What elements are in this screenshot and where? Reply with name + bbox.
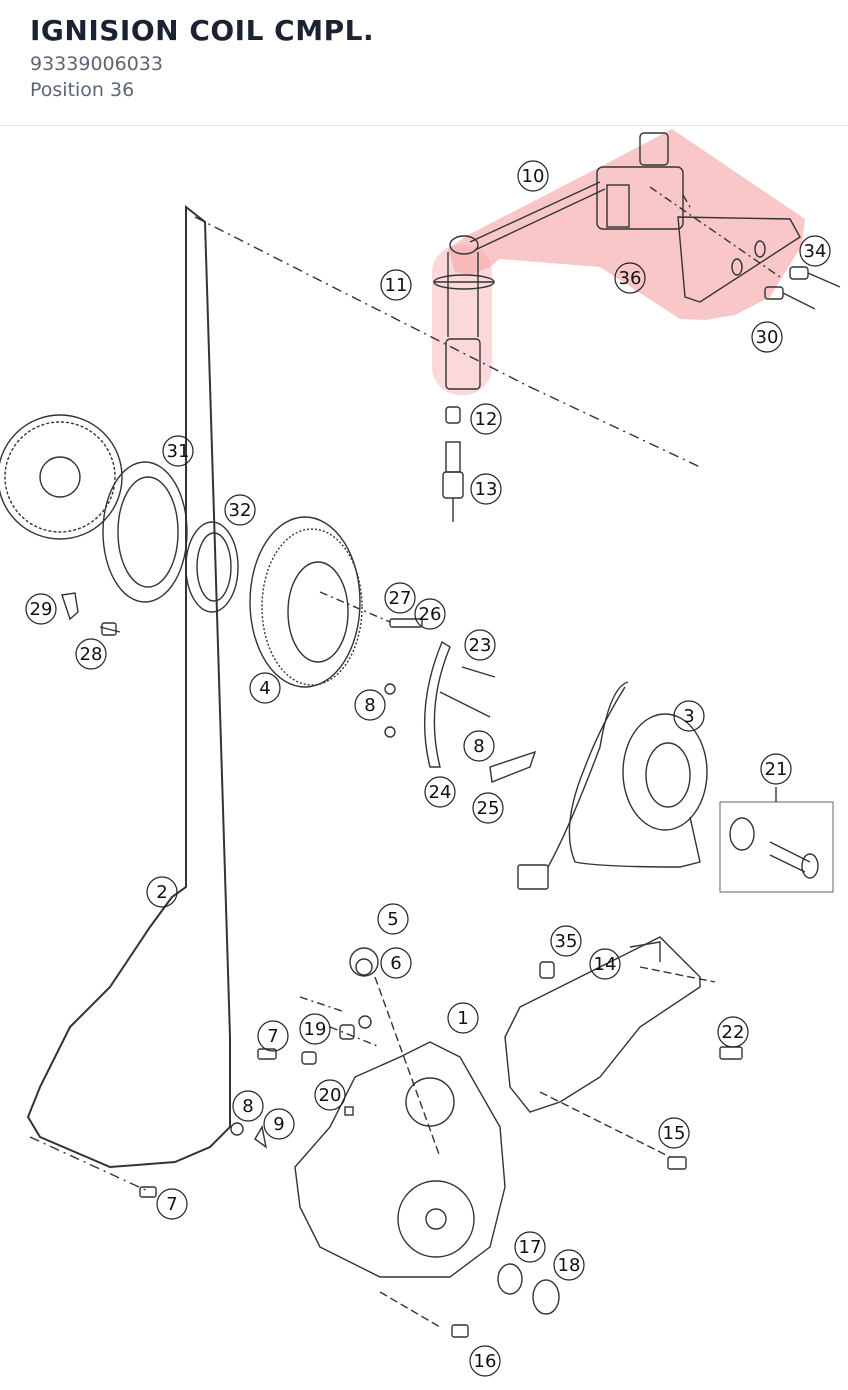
svg-text:14: 14 [594,954,617,975]
callout-19[interactable]: 19 [299,1013,331,1045]
callout-3[interactable]: 3 [673,700,705,732]
part-number: 93339006033 [30,53,163,75]
callout-4[interactable]: 4 [249,672,281,704]
callout-5[interactable]: 5 [377,903,409,935]
callout-16[interactable]: 16 [469,1345,501,1377]
svg-text:8: 8 [364,695,375,716]
svg-text:24: 24 [429,782,452,803]
callout-1[interactable]: 1 [447,1002,479,1034]
callout-15[interactable]: 15 [658,1117,690,1149]
callout-27[interactable]: 27 [384,582,416,614]
svg-text:17: 17 [519,1237,542,1258]
svg-text:4: 4 [259,678,270,699]
part-title: IGNISION COIL CMPL. [30,14,375,47]
svg-text:36: 36 [619,268,642,289]
callout-9[interactable]: 9 [263,1108,295,1140]
svg-text:6: 6 [390,953,401,974]
svg-text:34: 34 [804,241,827,262]
svg-text:8: 8 [242,1096,253,1117]
svg-text:22: 22 [722,1022,745,1043]
callout-28[interactable]: 28 [75,638,107,670]
svg-text:2: 2 [156,882,167,903]
callout-8-tensioner[interactable]: 8 [354,689,386,721]
callout-26[interactable]: 26 [414,598,446,630]
svg-text:12: 12 [475,409,498,430]
callout-12[interactable]: 12 [470,403,502,435]
svg-text:28: 28 [80,644,103,665]
svg-text:23: 23 [469,635,492,656]
callout-36-selected[interactable]: 36 [614,262,646,294]
svg-text:16: 16 [474,1351,497,1372]
svg-text:19: 19 [304,1019,327,1040]
svg-text:31: 31 [167,441,190,462]
svg-text:13: 13 [475,479,498,500]
callout-18[interactable]: 18 [553,1249,585,1281]
svg-text:26: 26 [419,604,442,625]
svg-text:7: 7 [166,1194,177,1215]
callout-17[interactable]: 17 [514,1231,546,1263]
svg-text:10: 10 [522,166,545,187]
part-header: IGNISION COIL CMPL. 93339006033 Position… [0,0,848,126]
callout-6[interactable]: 6 [380,947,412,979]
svg-text:18: 18 [558,1255,581,1276]
callout-30[interactable]: 30 [751,321,783,353]
svg-text:9: 9 [273,1114,284,1135]
callout-32[interactable]: 32 [224,494,256,526]
callout-14[interactable]: 14 [589,948,621,980]
selected-part-highlight[interactable] [432,129,805,395]
callout-10[interactable]: 10 [517,160,549,192]
svg-text:35: 35 [555,931,578,952]
svg-text:8: 8 [473,736,484,757]
svg-text:20: 20 [319,1085,342,1106]
callout-29[interactable]: 29 [25,593,57,625]
callout-21[interactable]: 21 [760,753,792,785]
svg-text:25: 25 [477,798,500,819]
svg-text:15: 15 [663,1123,686,1144]
svg-text:3: 3 [683,706,694,727]
callout-24[interactable]: 24 [424,776,456,808]
callout-34[interactable]: 34 [799,235,831,267]
callout-11[interactable]: 11 [380,269,412,301]
callout-13[interactable]: 13 [470,473,502,505]
callout-8-cover[interactable]: 8 [232,1090,264,1122]
svg-text:30: 30 [756,327,779,348]
callout-labels: 10 11 12 13 34 36 30 31 32 27 26 29 28 2… [25,160,831,1377]
callout-25[interactable]: 25 [472,792,504,824]
callout-31[interactable]: 31 [162,435,194,467]
diagram-drawing: 10 11 12 13 34 36 30 31 32 27 26 29 28 2… [0,129,841,1377]
callout-2[interactable]: 2 [146,876,178,908]
svg-text:1: 1 [457,1008,468,1029]
svg-text:27: 27 [389,588,412,609]
svg-text:29: 29 [30,599,53,620]
callout-35[interactable]: 35 [550,925,582,957]
svg-text:5: 5 [387,909,398,930]
position-label: Position 36 [30,79,135,101]
callout-7-lower[interactable]: 7 [156,1188,188,1220]
svg-text:21: 21 [765,759,788,780]
svg-text:32: 32 [229,500,252,521]
callout-8-guide[interactable]: 8 [463,730,495,762]
exploded-parts-diagram[interactable]: 10 11 12 13 34 36 30 31 32 27 26 29 28 2… [0,127,848,1390]
callout-20[interactable]: 20 [314,1079,346,1111]
callout-23[interactable]: 23 [464,629,496,661]
callout-7-upper[interactable]: 7 [257,1020,289,1052]
svg-text:11: 11 [385,275,408,296]
callout-22[interactable]: 22 [717,1016,749,1048]
line-art [0,132,841,1338]
svg-text:7: 7 [267,1026,278,1047]
